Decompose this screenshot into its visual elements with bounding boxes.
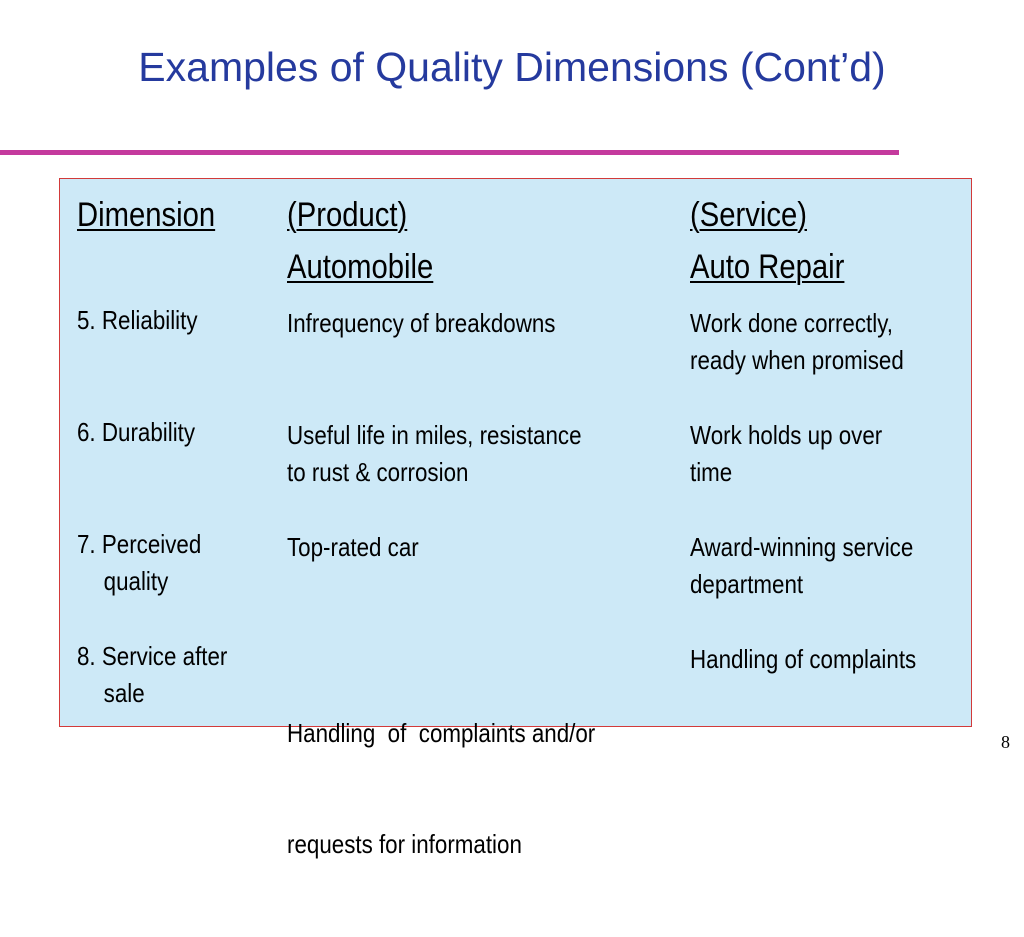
- row-reliability-dimension: 5. Reliability: [77, 302, 198, 339]
- product-text: Top-rated car: [287, 532, 419, 562]
- row-reliability-product: Infrequency of breakdowns: [287, 305, 555, 342]
- slide-title: Examples of Quality Dimensions (Cont’d): [138, 44, 886, 90]
- header-service: (Service) Auto Repair: [690, 189, 844, 293]
- service-text: ready when promised: [690, 345, 904, 375]
- row-perceived-quality-service: Award-winning service department: [690, 529, 913, 603]
- service-text: Work holds up over: [690, 420, 883, 450]
- service-text: department: [690, 569, 804, 599]
- header-product-name: Automobile: [287, 248, 434, 286]
- service-text: Work done correctly,: [690, 308, 893, 338]
- row-durability-dimension: 6. Durability: [77, 414, 195, 451]
- dimension-label: 6. Durability: [77, 417, 196, 447]
- service-text: Award-winning service: [690, 532, 914, 562]
- header-service-name: Auto Repair: [690, 248, 845, 286]
- header-dimension-label: Dimension: [77, 196, 216, 234]
- service-text: Handling of complaints: [690, 644, 917, 674]
- header-product: (Product) Automobile: [287, 189, 433, 293]
- row-reliability-service: Work done correctly, ready when promised: [690, 305, 904, 379]
- dimension-label: 7. Perceived: [77, 529, 202, 559]
- page-number: 8: [1001, 732, 1010, 752]
- product-text: to rust & corrosion: [287, 457, 469, 487]
- row-service-after-sale-product: Handling of complaints and/or requests f…: [287, 641, 595, 937]
- product-text: Infrequency of breakdowns: [287, 308, 556, 338]
- row-perceived-quality-product: Top-rated car: [287, 529, 419, 566]
- product-text: Handling of complaints and/or: [287, 718, 596, 748]
- header-product-type: (Product): [287, 196, 408, 234]
- dimension-label: 5. Reliability: [77, 305, 198, 335]
- row-service-after-sale-dimension: 8. Service after sale: [77, 638, 227, 712]
- dimension-label: quality: [103, 566, 169, 596]
- product-text: requests for information: [287, 829, 522, 859]
- service-text: time: [690, 457, 733, 487]
- row-service-after-sale-service: Handling of complaints: [690, 641, 916, 678]
- dimension-label: 8. Service after: [77, 641, 228, 671]
- dimensions-table: Dimension (Product) Automobile (Service)…: [59, 178, 972, 859]
- header-service-type: (Service): [690, 196, 807, 234]
- row-durability-product: Useful life in miles, resistance to rust…: [287, 417, 582, 491]
- product-text: Useful life in miles, resistance: [287, 420, 582, 450]
- title-divider: [0, 150, 899, 155]
- row-durability-service: Work holds up over time: [690, 417, 882, 491]
- header-dimension: Dimension: [77, 189, 215, 241]
- row-perceived-quality-dimension: 7. Perceived quality: [77, 526, 201, 600]
- dimension-label: sale: [103, 678, 145, 708]
